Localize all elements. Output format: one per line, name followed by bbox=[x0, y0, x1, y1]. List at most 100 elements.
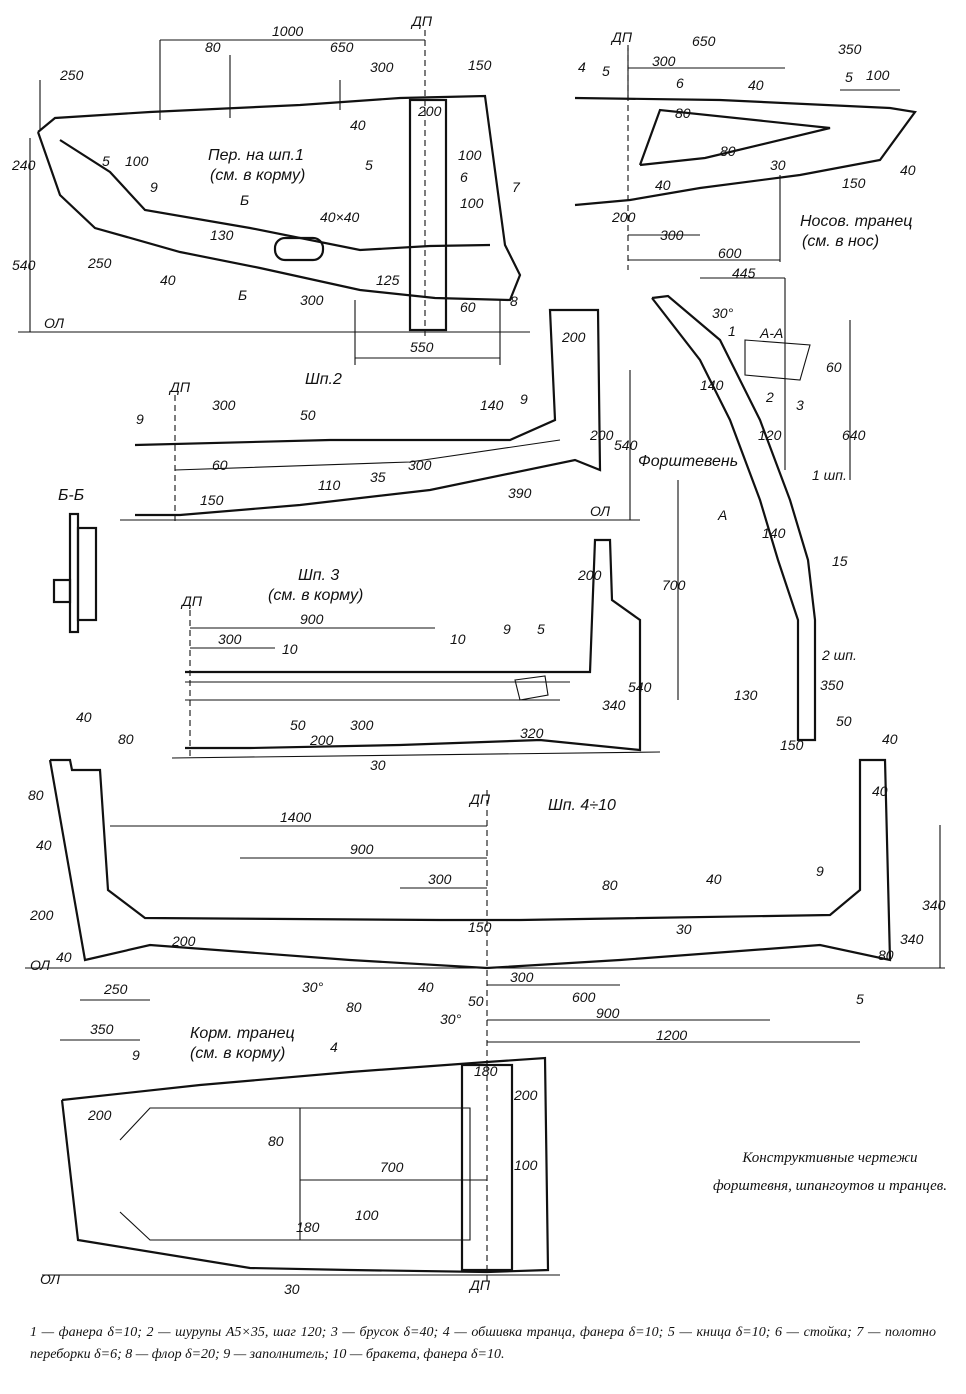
f4-dim-1400: 1400 bbox=[280, 809, 311, 825]
frame-1-inner-contour bbox=[59, 139, 491, 252]
stem-drawing: Форштевень А-А А 445 30° 140 60 640 120 … bbox=[638, 265, 866, 753]
f2-dim-140: 140 bbox=[480, 397, 504, 413]
callout-5b: 5 bbox=[365, 157, 373, 173]
dp-label: ДП bbox=[410, 13, 433, 29]
frame-2-outline bbox=[134, 308, 602, 517]
f4-dim-900: 900 bbox=[350, 841, 374, 857]
frame-3-inner-lines bbox=[185, 681, 570, 701]
f4-dim-40d: 40 bbox=[706, 871, 722, 887]
f4-callout-5: 5 bbox=[856, 991, 864, 1007]
f4-dim-80b: 80 bbox=[28, 787, 44, 803]
f3-dim-300: 300 bbox=[218, 631, 242, 647]
f2-dim-200: 200 bbox=[561, 329, 586, 345]
stem-callout-3: 3 bbox=[796, 397, 804, 413]
f4-dim-300b: 300 bbox=[510, 969, 534, 985]
stem-outline bbox=[651, 294, 817, 742]
frame-3-baseline bbox=[171, 751, 661, 759]
stem-dim-30deg: 30° bbox=[712, 305, 734, 321]
dim-550: 550 bbox=[410, 339, 434, 355]
dim-150: 150 bbox=[468, 57, 492, 73]
stem-section-aa bbox=[744, 339, 811, 381]
frame-2-title: Шп.2 bbox=[305, 371, 342, 388]
f4-dim-80c: 80 bbox=[602, 877, 618, 893]
bt-callout-5: 5 bbox=[602, 63, 610, 79]
bt-callout-5b: 5 bbox=[845, 69, 853, 85]
f4-dim-80d: 80 bbox=[346, 999, 362, 1015]
dim-300: 300 bbox=[370, 59, 394, 75]
st-callout-4: 4 bbox=[330, 1039, 338, 1055]
f4-dim-600: 600 bbox=[572, 989, 596, 1005]
frame-3-dim-lines bbox=[190, 627, 435, 649]
f2-dim-300: 300 bbox=[212, 397, 236, 413]
bt-dim-600: 600 bbox=[718, 245, 742, 261]
bow-transom-dp-label: ДП bbox=[610, 29, 633, 45]
bow-transom-knee bbox=[638, 108, 831, 167]
dim-300b: 300 bbox=[300, 292, 324, 308]
frame-1-subtitle: (см. в корму) bbox=[210, 167, 305, 184]
dim-1000: 1000 bbox=[272, 23, 303, 39]
stern-transom-title: Корм. транец bbox=[190, 1025, 295, 1042]
stem-dim-60: 60 bbox=[826, 359, 842, 375]
f4-dim-30deg: 30° bbox=[302, 979, 324, 995]
bt-dim-150: 150 bbox=[842, 175, 866, 191]
frame-4-10-drawing: ДП Шп. 4÷10 ОЛ 40 80 80 40 200 40 250 14… bbox=[25, 709, 946, 1065]
dim-250b: 250 bbox=[87, 255, 112, 271]
parts-legend: 1 — фанера δ=10; 2 — шурупы А5×35, шаг 1… bbox=[30, 1325, 936, 1362]
dim-130: 130 bbox=[210, 227, 234, 243]
bt-dim-80: 80 bbox=[675, 105, 691, 121]
frame-4-dp-label: ДП bbox=[468, 791, 491, 807]
frame-2-ol-label: ОЛ bbox=[590, 503, 610, 519]
stem-section-label: А-А bbox=[759, 325, 783, 341]
f3-callout-9: 9 bbox=[503, 621, 511, 637]
f4-dim-30deg-b: 30° bbox=[440, 1011, 462, 1027]
stem-dim-140b: 140 bbox=[762, 525, 786, 541]
bt-dim-650: 650 bbox=[692, 33, 716, 49]
f3-callout-5: 5 bbox=[537, 621, 545, 637]
stern-transom-subtitle: (см. в корму) bbox=[190, 1045, 285, 1062]
f2-dim-150: 150 bbox=[200, 492, 224, 508]
callout-8: 8 bbox=[510, 293, 518, 309]
st-dim-30: 30 bbox=[284, 1281, 300, 1297]
f3-dim-30: 30 bbox=[370, 757, 386, 773]
stern-transom-outline bbox=[60, 1056, 550, 1274]
stem-dim-130: 130 bbox=[734, 687, 758, 703]
f3-dim-540: 540 bbox=[628, 679, 652, 695]
st-dim-80: 80 bbox=[268, 1133, 284, 1149]
dim-540: 540 bbox=[12, 257, 36, 273]
f3-dim-50: 50 bbox=[290, 717, 306, 733]
stem-callout-2: 2 bbox=[765, 389, 774, 405]
frame-3-drawing: ДП Шп. 3 (см. в корму) 900 300 50 200 30… bbox=[171, 538, 661, 773]
st-dim-180b: 180 bbox=[474, 1063, 498, 1079]
bow-transom-subtitle: (см. в нос) bbox=[802, 233, 879, 250]
frame-1-extension-lines bbox=[39, 39, 425, 130]
f3-dim-340: 340 bbox=[602, 697, 626, 713]
f4-dim-50: 50 bbox=[468, 993, 484, 1009]
bow-transom-dim-lines bbox=[627, 48, 900, 262]
stem-callout-1: 1 bbox=[728, 323, 736, 339]
bt-dim-300: 300 bbox=[652, 53, 676, 69]
f4-dim-40b: 40 bbox=[36, 837, 52, 853]
stern-transom-drawing: ДП Корм. транец (см. в корму) ОЛ 350 200… bbox=[40, 1021, 560, 1297]
st-dim-700: 700 bbox=[380, 1159, 404, 1175]
caption-line-2: форштевня, шпангоутов и транцев. bbox=[712, 1178, 948, 1194]
dim-40b: 40 bbox=[160, 272, 176, 288]
st-dim-100b: 100 bbox=[514, 1157, 538, 1173]
f4-dim-900b: 900 bbox=[596, 1005, 620, 1021]
frame-3-title: Шп. 3 bbox=[298, 567, 339, 584]
f4-dim-40: 40 bbox=[76, 709, 92, 725]
stern-transom-dim-lines bbox=[60, 1039, 487, 1181]
f3-dim-200: 200 bbox=[309, 732, 334, 748]
bt-callout-6: 6 bbox=[676, 75, 684, 91]
f2-callout-9a: 9 bbox=[136, 411, 144, 427]
f3-callout-10b: 10 bbox=[450, 631, 466, 647]
f2-dim-390: 390 bbox=[508, 485, 532, 501]
st-dim-100: 100 bbox=[355, 1207, 379, 1223]
dim-100c: 100 bbox=[460, 195, 484, 211]
f4-callout-9: 9 bbox=[816, 863, 824, 879]
f4-dim-80e: 80 bbox=[878, 947, 894, 963]
bt-dim-200: 200 bbox=[611, 209, 636, 225]
bt-dim-40: 40 bbox=[748, 77, 764, 93]
callout-9: 9 bbox=[150, 179, 158, 195]
st-dim-180: 180 bbox=[296, 1219, 320, 1235]
